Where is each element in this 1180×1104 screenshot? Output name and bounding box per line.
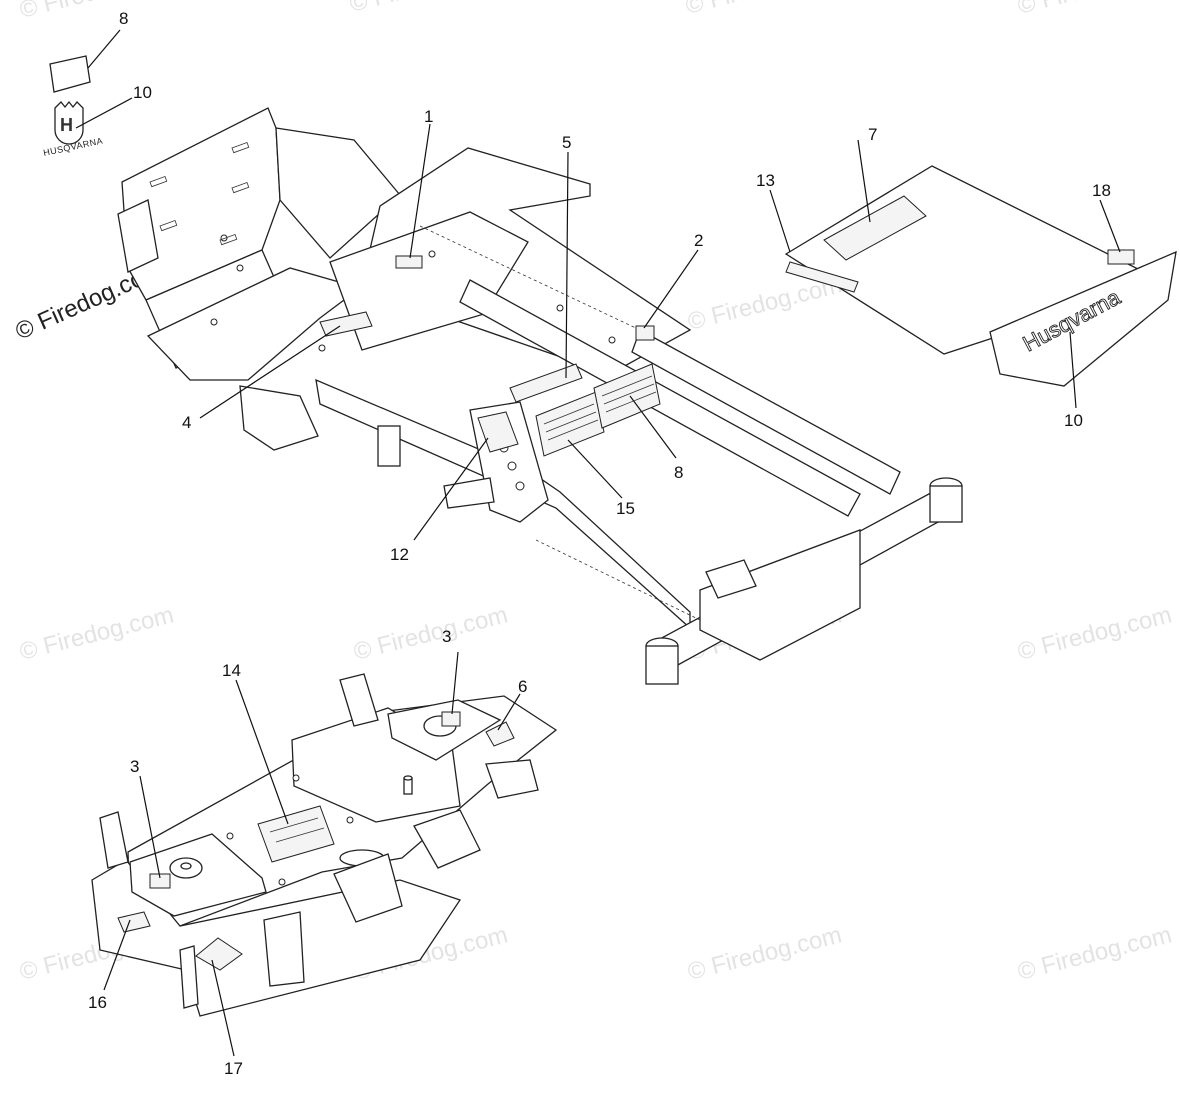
crown-h-emblem-icon: H — [54, 100, 84, 145]
mower-deck — [91, 673, 558, 1017]
callout-11: 10 — [133, 83, 152, 102]
callout-15: 15 — [616, 499, 635, 518]
watermark: © Firedog.com — [347, 0, 507, 18]
callout-13: 13 — [756, 171, 775, 190]
callout-9: 8 — [119, 9, 128, 28]
svg-text:H: H — [60, 115, 73, 135]
main-frame — [117, 107, 963, 685]
decal-16 — [117, 911, 151, 933]
decal-5 — [509, 363, 583, 403]
callout-2: 2 — [694, 231, 703, 250]
part-11-emblem: H HUSQVARNA — [42, 100, 104, 158]
decal-8 — [593, 363, 661, 429]
callout-17: 17 — [224, 1059, 243, 1078]
callout-1: 1 — [424, 107, 433, 126]
decal-13 — [785, 261, 859, 293]
callout-6: 6 — [518, 677, 527, 696]
callout-8: 8 — [674, 463, 683, 482]
decal-3 — [441, 711, 461, 727]
decal-1 — [395, 255, 423, 269]
callout-5: 5 — [562, 133, 571, 152]
watermark: © Firedog.com — [17, 0, 177, 24]
callout-labels: 8 10 1 5 2 4 8 15 12 7 13 18 10 3 6 14 3… — [88, 9, 1111, 1078]
callout-14: 14 — [222, 661, 241, 680]
watermark: © Firedog.com — [1015, 601, 1175, 665]
decal-2 — [635, 325, 655, 341]
callout-3b: 3 — [130, 757, 139, 776]
part-9-decal — [49, 55, 91, 93]
decal-17 — [195, 937, 243, 971]
watermark: © Firedog.com — [1015, 921, 1175, 985]
watermark: © Firedog.com — [685, 921, 845, 985]
callout-12: 12 — [390, 545, 409, 564]
callout-4: 4 — [182, 413, 191, 432]
decal-6 — [485, 721, 515, 747]
decal-14 — [257, 805, 335, 863]
footrest-panel: Husqvarna — [784, 165, 1177, 387]
decal-18 — [1107, 249, 1135, 265]
watermark: © Firedog.com — [17, 601, 177, 665]
decal-3 — [149, 873, 171, 889]
callout-18: 18 — [1092, 181, 1111, 200]
decal-15 — [535, 391, 605, 457]
leader-lines — [75, 29, 1121, 1057]
watermark: © Firedog.com — [1015, 0, 1175, 20]
watermark: © Firedog.com — [683, 0, 843, 20]
callout-3: 3 — [442, 627, 451, 646]
watermark: © Firedog.com — [351, 601, 511, 665]
decal-7 — [823, 195, 927, 261]
callout-16: 16 — [88, 993, 107, 1012]
callout-10: 10 — [1064, 411, 1083, 430]
callout-7: 7 — [868, 125, 877, 144]
